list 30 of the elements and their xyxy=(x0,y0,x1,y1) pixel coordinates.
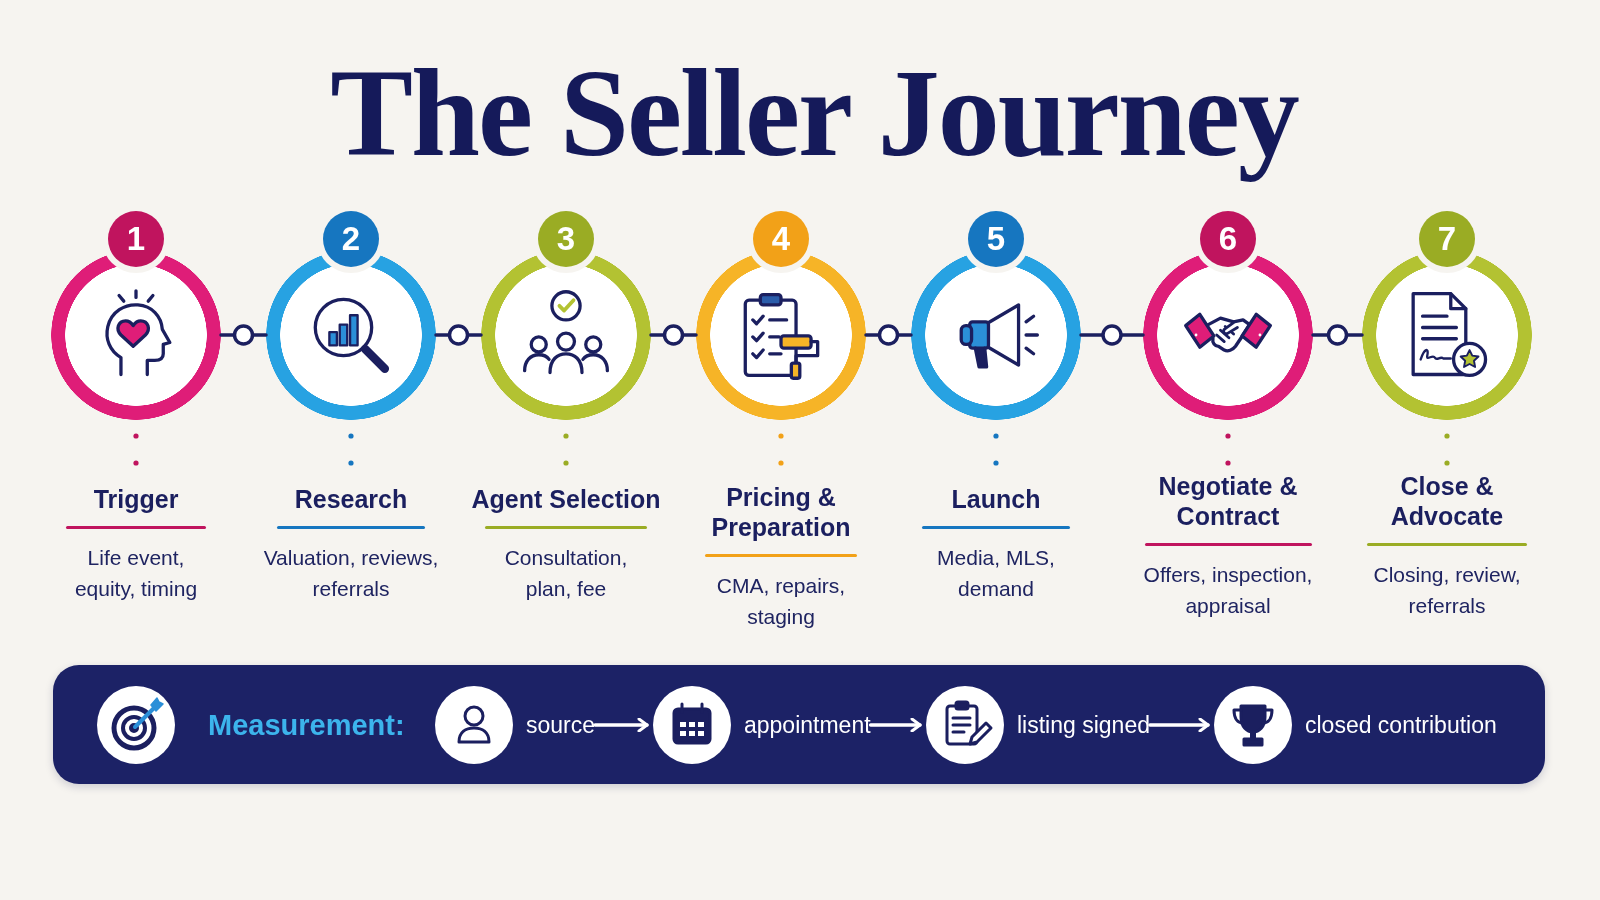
step-description: Media, MLS, demand xyxy=(936,545,1056,602)
step-title: Negotiate & Contract xyxy=(1157,471,1299,531)
step-title: Agent Selection xyxy=(471,484,661,514)
connector-line xyxy=(219,333,268,337)
metric-label: listing signed xyxy=(1017,711,1150,739)
step-title: Close & Advocate xyxy=(1389,471,1505,531)
arrow xyxy=(868,717,922,733)
arrow xyxy=(1148,717,1210,733)
step-title: Trigger xyxy=(93,484,179,514)
step-title: Pricing & Preparation xyxy=(710,482,852,542)
connector-line xyxy=(1079,333,1145,337)
page-title: The Seller Journey xyxy=(330,46,1298,183)
band-heading: Measurement: xyxy=(208,708,405,741)
step-title: Launch xyxy=(951,484,1041,514)
step-title: Research xyxy=(294,484,408,514)
connector-line xyxy=(434,333,483,337)
connector-line xyxy=(864,333,913,337)
step-description: Closing, review, referrals xyxy=(1372,562,1522,619)
step-description: Consultation, plan, fee xyxy=(503,545,629,602)
metric-label: closed contribution xyxy=(1305,711,1497,739)
metric-label: appointment xyxy=(744,711,871,739)
step-description: Offers, inspection, appraisal xyxy=(1142,562,1314,619)
step-description: Valuation, reviews, referrals xyxy=(262,545,440,602)
arrow xyxy=(593,717,649,733)
connector-line xyxy=(1311,333,1364,337)
step-description: CMA, repairs, staging xyxy=(715,573,847,630)
metric-label: source xyxy=(526,711,596,739)
step-description: Life event, equity, timing xyxy=(73,545,199,602)
measurement-band xyxy=(53,665,1545,784)
connector-line xyxy=(649,333,698,337)
